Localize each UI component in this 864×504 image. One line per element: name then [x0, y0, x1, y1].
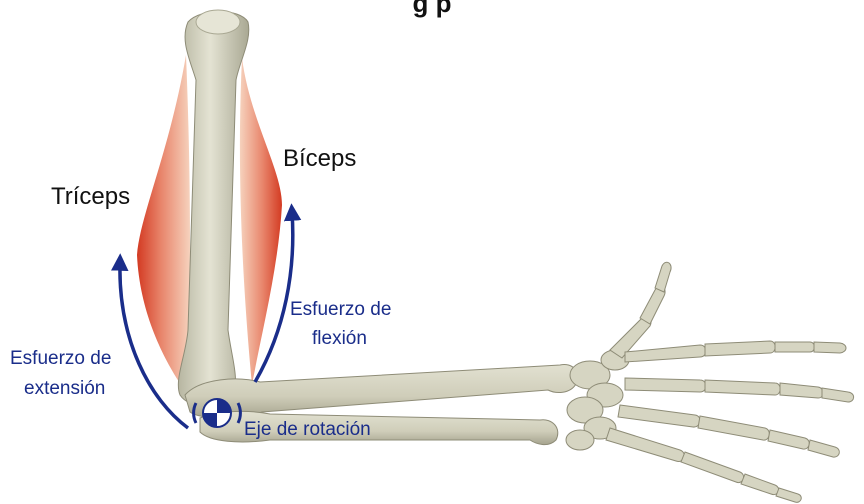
extension-label-line2: extensión: [24, 377, 105, 401]
triceps-muscle: [137, 55, 190, 395]
flexion-label-line2: flexión: [312, 327, 367, 351]
rotation-axis-label: Eje de rotación: [244, 418, 371, 442]
biceps-label: Bíceps: [283, 145, 356, 173]
flexion-label-line1: Esfuerzo de: [290, 298, 391, 322]
diagram-title: g p: [0, 0, 864, 19]
hand-bones: [566, 262, 854, 502]
extension-label-line1: Esfuerzo de: [10, 347, 111, 371]
triceps-label: Tríceps: [51, 183, 130, 211]
